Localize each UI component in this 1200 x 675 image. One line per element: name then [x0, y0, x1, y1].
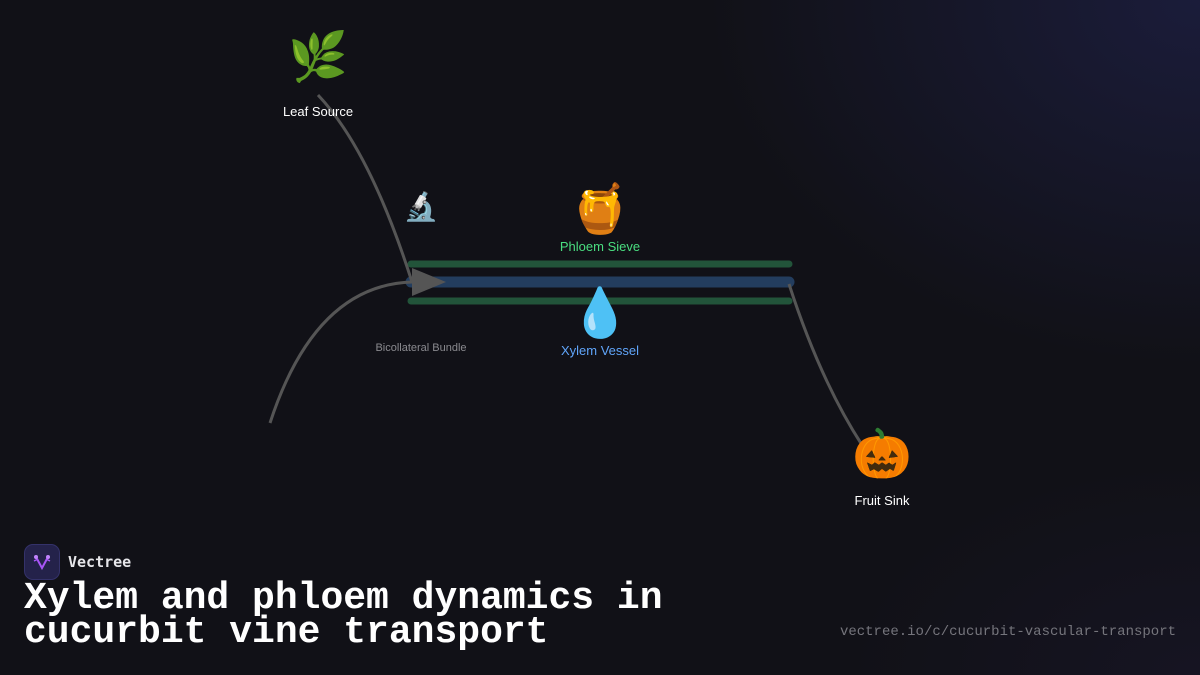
pumpkin-icon: 🎃 [852, 428, 912, 481]
arrow-head-icon [412, 268, 446, 296]
node-leaf-source[interactable]: 🌿 Leaf Source [283, 30, 353, 119]
droplet-icon: 💧 [570, 287, 630, 340]
phloem-sieve-label: Phloem Sieve [559, 239, 641, 254]
edge-bundle-to-fruit [787, 283, 864, 446]
brand: Vectree [24, 544, 131, 580]
herb-icon: 🌿 [288, 31, 348, 84]
edge-leaf-to-bundle [316, 93, 414, 283]
xylem-vessel-label: Xylem Vessel [560, 343, 640, 358]
vectree-logo-icon [24, 544, 60, 580]
node-microscope[interactable]: 🔬 [404, 191, 439, 223]
page-title: Xylem and phloem dynamics in cucurbit vi… [24, 577, 663, 654]
node-bicollateral-bundle[interactable]: Bicollateral Bundle [375, 342, 466, 354]
fruit-sink-label: Fruit Sink [854, 493, 910, 508]
node-fruit-sink[interactable]: 🎃 Fruit Sink [852, 427, 912, 508]
leaf-source-label: Leaf Source [282, 104, 354, 119]
microscope-icon: 🔬 [403, 191, 439, 222]
edge-root-to-bundle [268, 280, 413, 424]
honey-pot-icon: 🍯 [570, 183, 630, 236]
node-phloem-sieve[interactable]: 🍯 Phloem Sieve [560, 182, 640, 254]
source-url: vectree.io/c/cucurbit-vascular-transport [839, 624, 1176, 640]
brand-name: Vectree [68, 553, 132, 571]
node-xylem-vessel[interactable]: 💧 Xylem Vessel [561, 286, 639, 358]
bicollateral-bundle-label: Bicollateral Bundle [375, 342, 467, 354]
